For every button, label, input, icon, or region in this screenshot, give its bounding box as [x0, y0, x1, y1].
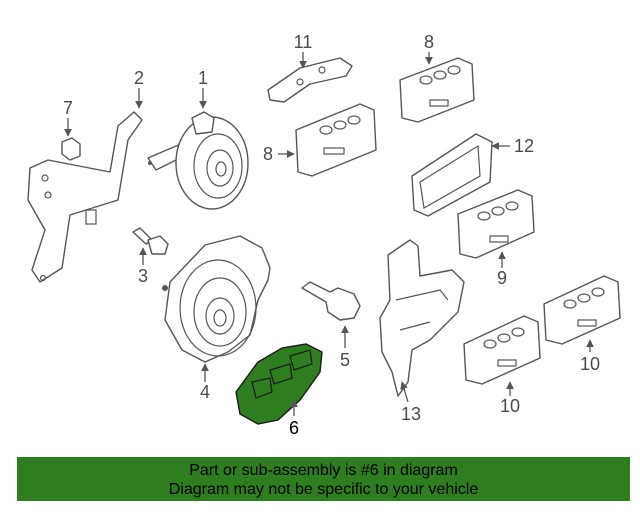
leader-lines: [64, 52, 594, 416]
callout-8-lower: 8: [263, 144, 273, 164]
key-fob-part-6[interactable]: [235, 343, 323, 425]
callout-2: 2: [134, 68, 144, 88]
nut-part-5[interactable]: [61, 137, 81, 161]
sensor-part-7[interactable]: [301, 281, 361, 321]
siren-part-4[interactable]: [162, 235, 271, 363]
callout-10-left: 10: [500, 396, 520, 416]
callout-7: 5: [340, 350, 350, 370]
callout-12: 12: [514, 136, 534, 156]
callout-4: 4: [200, 382, 210, 402]
callout-6: 6: [289, 418, 299, 438]
callout-10-right: 10: [580, 354, 600, 374]
banner-line-1: Part or sub-assembly is #6 in diagram: [189, 462, 458, 479]
module-part-8-lower[interactable]: [295, 103, 377, 177]
callout-8-upper: 8: [424, 32, 434, 52]
bracket-part-11[interactable]: [267, 57, 353, 103]
module-part-8-upper[interactable]: [399, 57, 475, 123]
control-unit-part-12[interactable]: [411, 133, 493, 217]
callout-11: 11: [294, 32, 313, 52]
bracket-part-13[interactable]: [379, 239, 465, 397]
callout-1: 1: [198, 68, 208, 88]
module-part-10-right[interactable]: [543, 275, 621, 345]
parts-diagram: 7 2 1 3 4 6 5 11 8 8 12 9 13 10 10: [27, 32, 621, 438]
callout-5: 7: [63, 98, 73, 118]
module-part-10-left[interactable]: [463, 315, 541, 385]
horn-part-1[interactable]: [147, 111, 249, 210]
callout-13: 13: [401, 404, 421, 424]
info-banner: Part or sub-assembly is #6 in diagram Di…: [17, 457, 630, 501]
bolt-part-3[interactable]: [132, 227, 169, 255]
bracket-part-2[interactable]: [27, 111, 143, 283]
module-part-9[interactable]: [457, 189, 535, 259]
banner-line-2: Diagram may not be specific to your vehi…: [168, 481, 479, 498]
callout-9: 9: [497, 268, 507, 288]
callout-3: 3: [138, 266, 148, 286]
callout-labels: 7 2 1 3 4 6 5 11 8 8 12 9 13 10 10: [63, 32, 600, 438]
